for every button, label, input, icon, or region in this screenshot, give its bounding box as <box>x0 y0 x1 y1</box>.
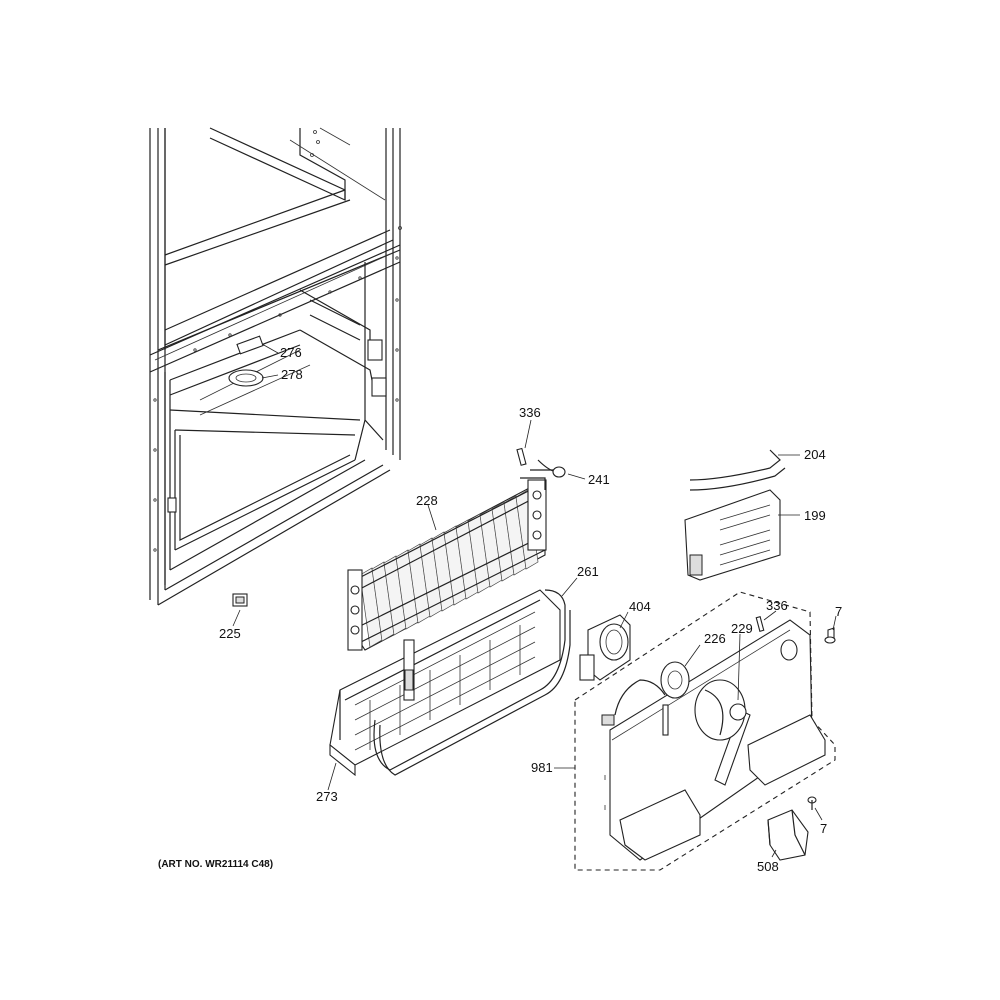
freezer-liner <box>149 127 402 606</box>
part-336-pin <box>516 447 527 466</box>
part-508-bracket <box>767 809 809 861</box>
callout-276: 276 <box>280 345 302 360</box>
callout-336-fan: 336 <box>766 598 788 613</box>
callout-981: 981 <box>531 760 553 775</box>
callout-228: 228 <box>416 493 438 508</box>
callout-261: 261 <box>577 564 599 579</box>
callout-7-lower: 7 <box>820 821 827 836</box>
part-404-damper <box>579 614 631 681</box>
part-336-pin-fan <box>755 616 765 632</box>
part-204-seal <box>689 449 786 491</box>
part-199-cover <box>684 489 781 581</box>
callout-225: 225 <box>219 626 241 641</box>
callout-204: 204 <box>804 447 826 462</box>
part-7-screw-upper <box>824 627 836 644</box>
part-228-evaporator <box>347 469 555 651</box>
art-number: (ART NO. WR21114 C48) <box>158 859 273 870</box>
part-276-sensor <box>236 335 264 355</box>
callout-273: 273 <box>316 789 338 804</box>
leader-lines <box>232 343 837 858</box>
callout-229: 229 <box>731 621 753 636</box>
part-981-assembly <box>574 591 836 871</box>
part-261-heater <box>373 589 571 776</box>
part-7-screw-lower <box>807 796 817 810</box>
callout-199: 199 <box>804 508 826 523</box>
callout-508: 508 <box>757 859 779 874</box>
part-225-switch <box>232 593 248 607</box>
callout-226: 226 <box>704 631 726 646</box>
callout-7-upper: 7 <box>835 604 842 619</box>
callout-404: 404 <box>629 599 651 614</box>
part-241-clip <box>537 459 566 478</box>
callout-336-top: 336 <box>519 405 541 420</box>
part-278-light <box>228 369 264 387</box>
callout-241: 241 <box>588 472 610 487</box>
callout-labels: 276 278 225 336 241 228 261 273 404 204 … <box>158 345 842 874</box>
callout-278: 278 <box>281 367 303 382</box>
part-273-drain-pan <box>329 589 561 777</box>
